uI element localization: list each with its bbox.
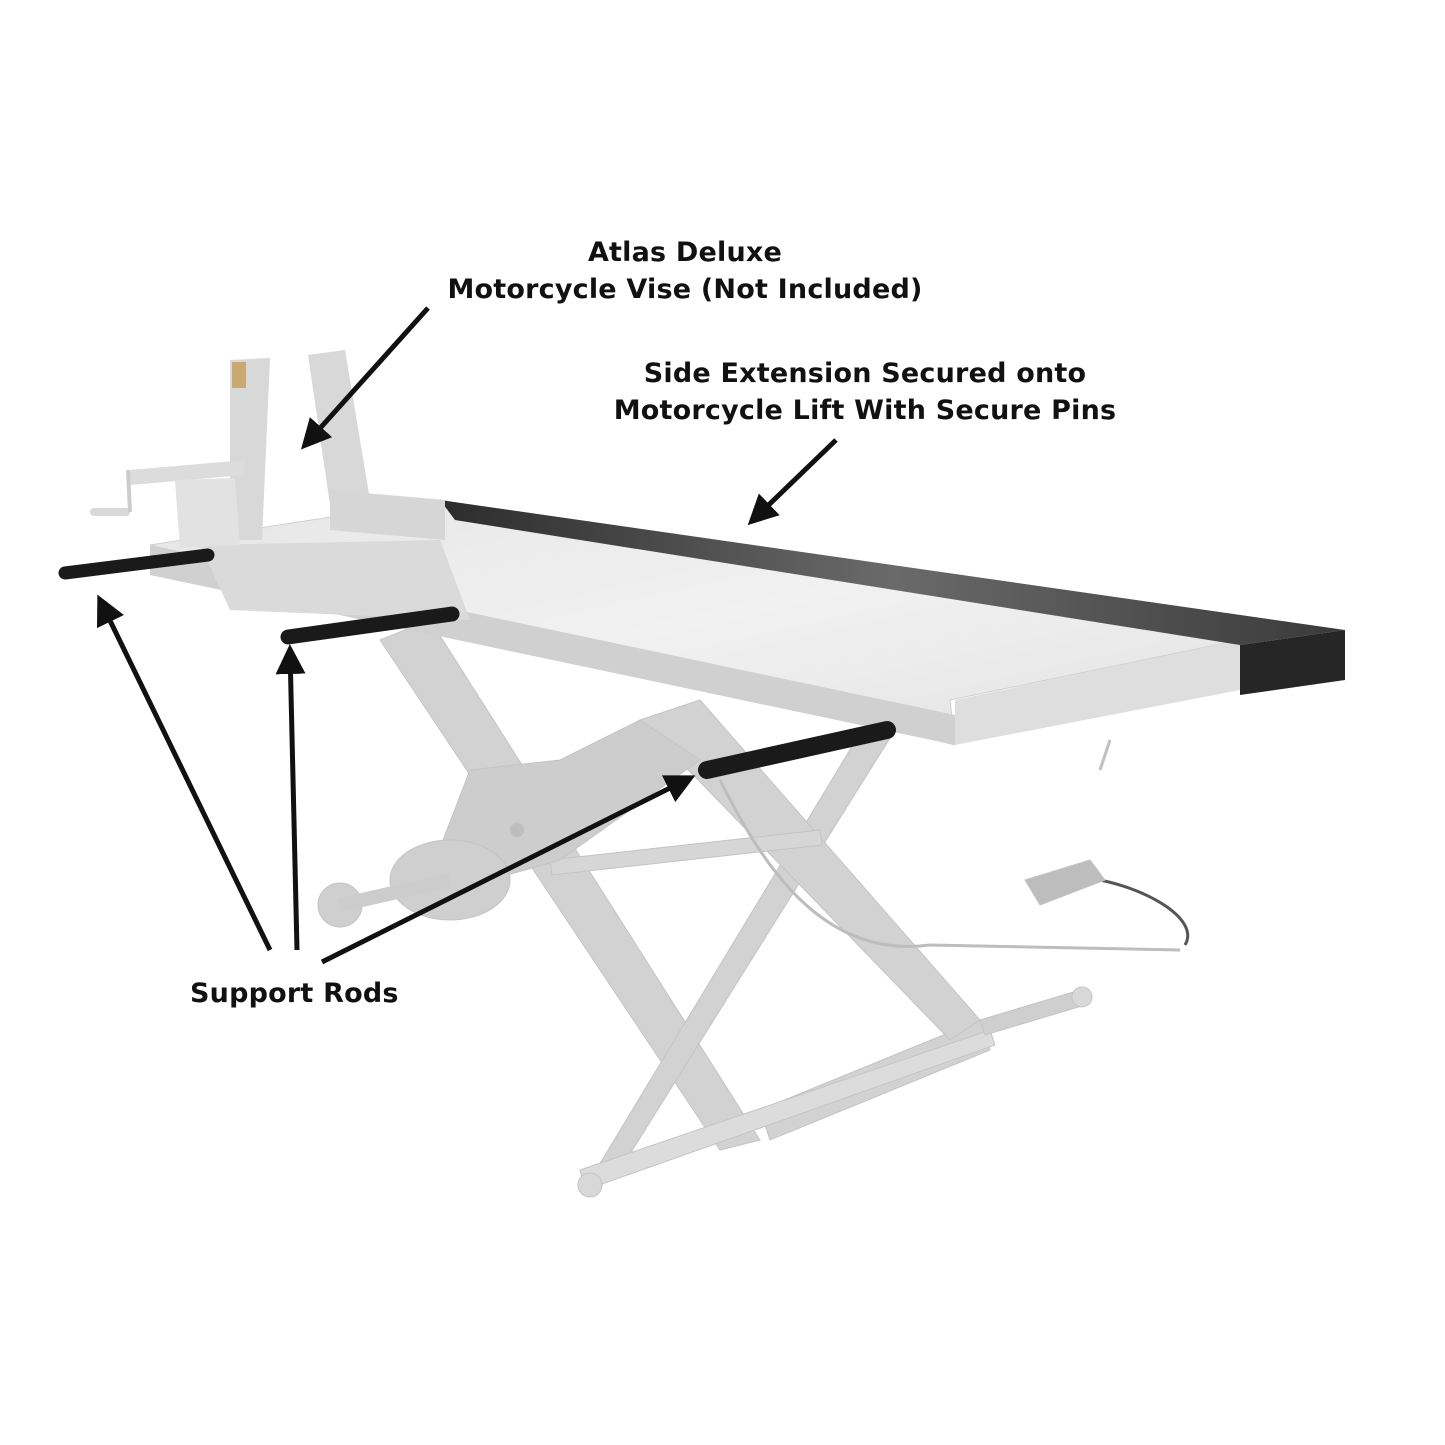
support-rods-label-text: Support Rods	[190, 978, 399, 1009]
side-extension-label: Side Extension Secured onto Motorcycle L…	[585, 355, 1145, 429]
support-rods	[58, 548, 896, 779]
side-extension-label-line2: Motorcycle Lift With Secure Pins	[613, 395, 1117, 426]
support-rods-label: Support Rods	[190, 975, 425, 1012]
vise-label-line2: Motorcycle Vise (Not Included)	[447, 274, 923, 305]
support-rod-arrow	[275, 644, 306, 951]
vise-label-line1: Atlas Deluxe	[587, 237, 783, 268]
vise-arrow	[300, 306, 430, 450]
side-extension-label-line1: Side Extension Secured onto	[643, 358, 1087, 389]
support-rod-arrow	[320, 775, 696, 965]
vise-label: Atlas Deluxe Motorcycle Vise (Not Includ…	[430, 234, 940, 308]
side-extension-arrow	[747, 438, 838, 526]
lift-deck	[90, 350, 1345, 746]
support-rod-arrow	[96, 594, 273, 952]
scissor-frame	[317, 619, 1189, 1198]
